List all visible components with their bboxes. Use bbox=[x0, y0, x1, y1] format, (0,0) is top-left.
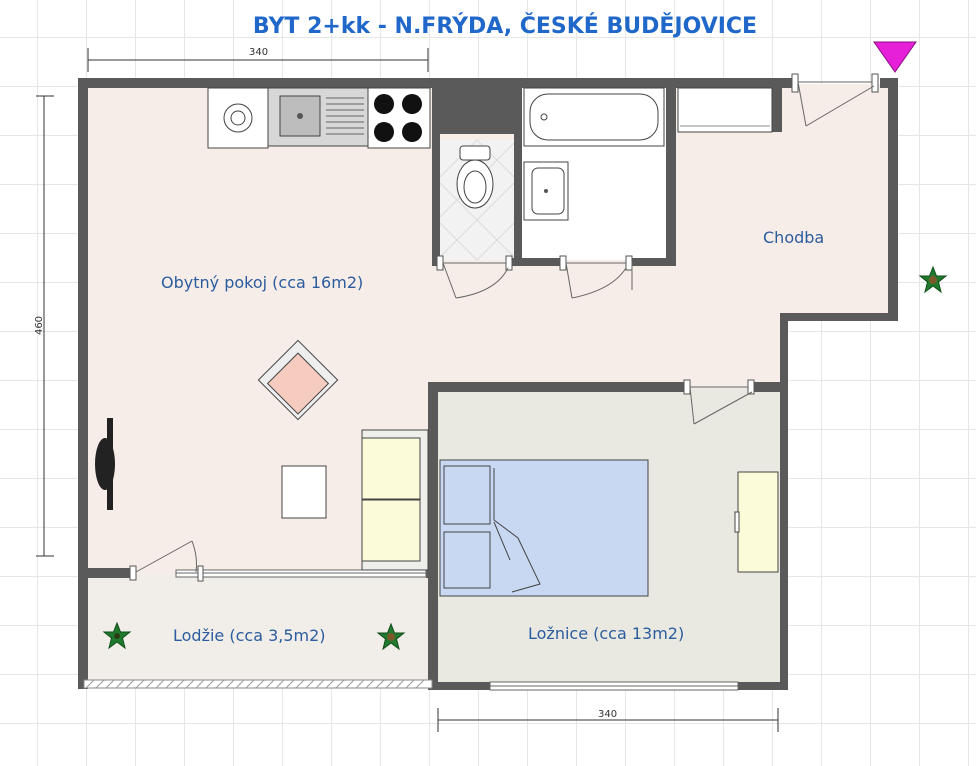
dimension-left: 460 bbox=[34, 315, 46, 336]
walls bbox=[78, 78, 898, 690]
window-bedroom bbox=[489, 681, 739, 691]
room-label-living: Obytný pokoj (cca 16m2) bbox=[161, 273, 364, 292]
entrance-marker-icon bbox=[873, 41, 917, 73]
hallway-cabinet bbox=[677, 87, 773, 133]
plant-icon bbox=[102, 621, 132, 650]
tv bbox=[95, 418, 115, 510]
room-label-bedroom: Ložnice (cca 13m2) bbox=[528, 624, 685, 643]
room-label-loggia: Lodžie (cca 3,5m2) bbox=[173, 626, 326, 645]
plant-icon bbox=[918, 265, 948, 294]
stove bbox=[367, 87, 431, 149]
bathtub bbox=[523, 87, 665, 147]
wc-tile-pattern bbox=[436, 139, 517, 261]
dimension-bottom: 340 bbox=[598, 709, 618, 720]
coffee-table bbox=[281, 465, 327, 519]
dimension-top: 340 bbox=[249, 47, 269, 58]
loggia-railing bbox=[83, 679, 433, 689]
armchair bbox=[257, 339, 339, 421]
washing-machine bbox=[207, 87, 269, 149]
toilet bbox=[456, 145, 494, 209]
room-label-hallway: Chodba bbox=[763, 228, 825, 247]
desk bbox=[734, 471, 779, 573]
loggia-floor bbox=[84, 574, 432, 682]
sofa bbox=[361, 429, 429, 571]
plan-title: BYT 2+kk - N.FRÝDA, ČESKÉ BUDĚJOVICE bbox=[252, 14, 758, 39]
dimension-lines bbox=[36, 48, 779, 732]
loggia-railing-hatch bbox=[85, 679, 425, 689]
plant-icon bbox=[376, 622, 406, 651]
kitchen-sink bbox=[267, 87, 369, 147]
doors bbox=[129, 73, 879, 581]
washbasin bbox=[523, 161, 569, 221]
balcony-door bbox=[175, 565, 427, 582]
bed bbox=[439, 459, 649, 597]
